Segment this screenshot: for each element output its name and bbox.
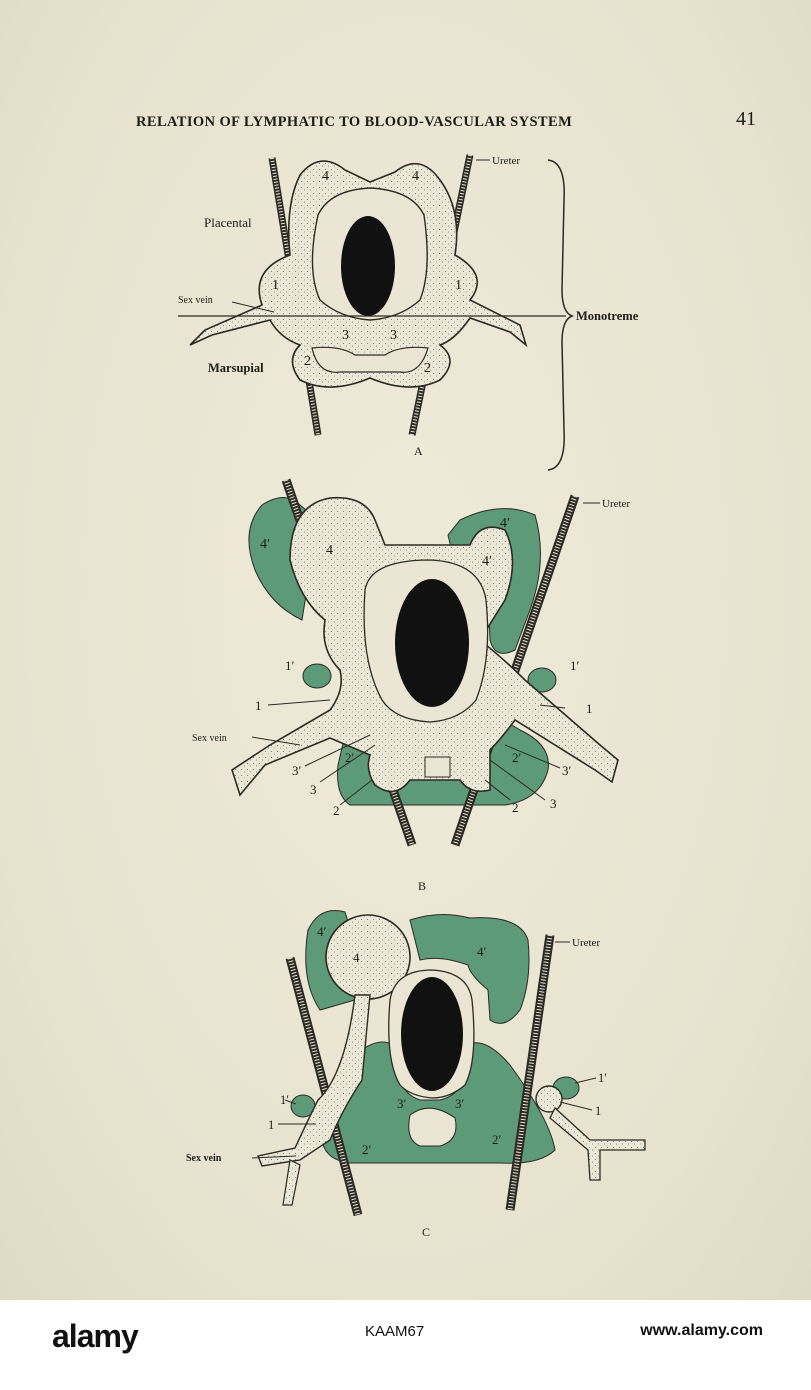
label-1-left-c: 1 [268, 1118, 274, 1132]
label-sexvein-c: Sex vein [186, 1153, 222, 1164]
leaders-c [251, 941, 597, 1159]
label-2prime-right-c: 2′ [492, 1132, 502, 1147]
label-1-right-b: 1 [586, 701, 593, 716]
label-1prime-left-c: 1′ [280, 1093, 289, 1107]
label-3-left-b: 3 [310, 782, 317, 797]
label-1-left-b: 1 [255, 698, 262, 713]
central-vessel-c [401, 977, 463, 1091]
label-2prime-right-b: 2′ [512, 750, 522, 765]
label-1-left-a: 1 [272, 278, 279, 293]
label-2-right-a: 2 [424, 361, 431, 376]
label-sexvein-a: Sex vein [178, 295, 213, 306]
brace-a [547, 159, 575, 471]
label-marsupial: Marsupial [208, 361, 264, 375]
lymph-sac-1-right-c [535, 1085, 563, 1113]
figure-c: 4′ 4 4′ 3′ 3′ 2′ 2′ 1′ 1 1′ 1 Ureter Sex… [186, 910, 646, 1239]
green-4prime-right-c [409, 914, 530, 1024]
label-2-right-b: 2 [512, 800, 519, 815]
label-4prime-right-c: 4′ [477, 944, 487, 959]
label-4prime-left-b: 4′ [260, 537, 270, 552]
label-3prime-right-b: 3′ [562, 763, 572, 778]
label-1prime-right-c: 1′ [598, 1071, 607, 1085]
label-4-left-a: 4 [322, 169, 329, 184]
notch-b [424, 756, 451, 778]
image-id: KAAM67 [365, 1323, 425, 1340]
alamy-logo: alamy [52, 1318, 139, 1354]
left-vessel-c [257, 994, 371, 1167]
label-placental: Placental [204, 215, 252, 230]
label-sexvein-b: Sex vein [192, 733, 227, 744]
label-1prime-left-b: 1′ [285, 658, 295, 673]
central-vessel-b [395, 579, 469, 707]
label-3prime-right-c: 3′ [455, 1096, 465, 1111]
site-url: www.alamy.com [640, 1322, 763, 1339]
label-1-right-c: 1 [595, 1104, 601, 1118]
right-vessel-c [549, 1106, 646, 1181]
label-ureter-b: Ureter [602, 498, 630, 510]
central-vessel-a [341, 216, 395, 316]
label-ureter-a: Ureter [492, 155, 520, 167]
label-3-right-b: 3 [550, 796, 557, 811]
figure-letter-b: B [418, 879, 426, 893]
label-2-left-b: 2 [333, 803, 340, 818]
label-2-left-a: 2 [304, 354, 311, 369]
scanned-page: RELATION OF LYMPHATIC TO BLOOD-VASCULAR … [0, 0, 811, 1300]
label-2prime-left-c: 2′ [362, 1142, 372, 1157]
label-4-right-a: 4 [412, 169, 419, 184]
running-title: RELATION OF LYMPHATIC TO BLOOD-VASCULAR … [136, 114, 573, 130]
notch-c [408, 1107, 457, 1147]
label-4-b: 4 [326, 543, 333, 558]
left-vessel-branch-c [282, 1159, 301, 1206]
leaders-b [251, 502, 600, 806]
anatomical-figure: 4 4 1 1 3 3 2 2 Ureter Placental Sex vei… [178, 154, 646, 1239]
label-4-c: 4 [353, 950, 360, 965]
label-3prime-left-c: 3′ [397, 1096, 407, 1111]
label-2prime-left-b: 2′ [345, 750, 355, 765]
label-monotreme: Monotreme [576, 309, 639, 323]
watermark-bar [0, 1300, 811, 1390]
label-3prime-left-b: 3′ [292, 763, 302, 778]
label-3-left-a: 3 [342, 328, 349, 343]
lower-loop-a [311, 346, 429, 373]
green-1prime-right-b [527, 667, 557, 693]
label-1prime-right-b: 1′ [570, 658, 580, 673]
label-ureter-c: Ureter [572, 937, 600, 949]
figure-a: 4 4 1 1 3 3 2 2 Ureter Placental Sex vei… [178, 154, 639, 471]
figure-letter-c: C [422, 1225, 430, 1239]
label-4prime-inner-b: 4′ [482, 554, 492, 569]
label-4prime-right-b: 4′ [500, 516, 510, 531]
green-1prime-left-b [302, 663, 332, 689]
ureter-left-c-striation [287, 957, 361, 1216]
running-header: RELATION OF LYMPHATIC TO BLOOD-VASCULAR … [136, 108, 756, 134]
figure-letter-a: A [414, 444, 423, 458]
leader-sexvein-a [231, 301, 275, 313]
figure-b: 4′ 4 4′ 4′ 1′ 1′ 1 1 2′ 2′ 3′ 3′ 3 3 2 2… [192, 478, 630, 893]
page-number: 41 [736, 108, 756, 130]
label-3-right-a: 3 [390, 328, 397, 343]
label-4prime-left-c: 4′ [317, 924, 327, 939]
ureter-right-c-striation [507, 934, 553, 1211]
label-1-right-a: 1 [455, 278, 462, 293]
